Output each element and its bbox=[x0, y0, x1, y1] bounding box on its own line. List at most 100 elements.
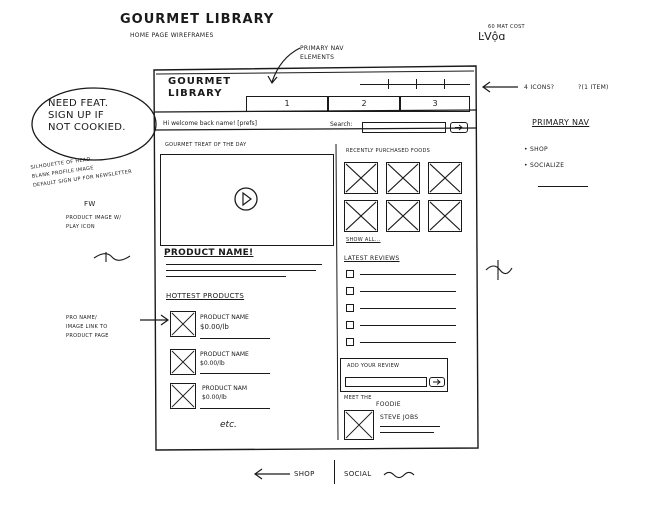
flourish-icon bbox=[93, 252, 131, 262]
primary-nav-list: • SHOP • SOCIALIZE bbox=[524, 142, 564, 174]
foodie-name[interactable]: STEVE JOBS bbox=[380, 414, 419, 421]
pro-name-line: PRODUCT PAGE bbox=[66, 333, 109, 339]
review-input[interactable] bbox=[345, 377, 427, 387]
primary-nav-list-item: • SOCIALIZE bbox=[524, 162, 565, 169]
primary-nav-list-item-label: SHOP bbox=[530, 146, 548, 153]
icons-item-note: ?(1 ITEM) bbox=[578, 84, 609, 91]
review-bullet bbox=[346, 287, 354, 295]
product-name[interactable]: PRODUCT NAME bbox=[200, 314, 249, 321]
bottom-nav-social[interactable]: SOCIAL bbox=[344, 470, 372, 478]
divider bbox=[538, 186, 588, 187]
recent-food-thumb[interactable] bbox=[428, 162, 462, 194]
need-feat-line: NOT COOKIED. bbox=[48, 122, 126, 133]
image-placeholder-icon bbox=[429, 163, 461, 193]
product-price: $0.00/lb bbox=[200, 323, 229, 331]
foodie-photo[interactable] bbox=[344, 410, 374, 440]
text-line bbox=[380, 432, 434, 433]
recent-food-thumb[interactable] bbox=[428, 200, 462, 232]
show-all-link[interactable]: SHOW ALL... bbox=[346, 237, 381, 243]
bottom-nav-divider bbox=[334, 460, 335, 484]
need-feat-line: NEED FEAT. bbox=[48, 98, 109, 109]
product-name[interactable]: PRODUCT NAME bbox=[200, 351, 249, 358]
logo-line: GOURMET bbox=[168, 76, 232, 87]
product-thumb[interactable] bbox=[170, 349, 196, 375]
add-review-box: ADD YOUR REVIEW bbox=[340, 358, 448, 392]
latest-reviews-heading: LATEST REVIEWS bbox=[344, 255, 400, 262]
top-right-scribble: ĿVộɑ bbox=[478, 30, 506, 43]
recent-food-thumb[interactable] bbox=[386, 200, 420, 232]
page-subtitle: HOME PAGE WIREFRAMES bbox=[130, 32, 214, 39]
add-review-label: ADD YOUR REVIEW bbox=[347, 363, 400, 369]
need-feat-line: SIGN UP if bbox=[48, 110, 104, 121]
review-bullet bbox=[346, 304, 354, 312]
tab-2[interactable]: 2 bbox=[328, 96, 400, 112]
image-placeholder-icon bbox=[345, 411, 373, 439]
primary-nav-list-item: • SHOP bbox=[524, 146, 548, 153]
recent-food-thumb[interactable] bbox=[344, 200, 378, 232]
product-image-line: PRODUCT IMAGE w/ bbox=[66, 215, 122, 221]
review-bullet bbox=[346, 270, 354, 278]
arrow-icon bbox=[253, 468, 290, 480]
meet-the-label: MEET THE bbox=[344, 395, 372, 401]
hottest-products-heading: HOTTEST PRODUCTS bbox=[166, 292, 245, 300]
submit-review-button[interactable] bbox=[429, 377, 445, 387]
text-line bbox=[166, 276, 286, 277]
wireframe-logo[interactable]: GOURMET LIBRARY bbox=[168, 76, 231, 100]
tab-3[interactable]: 3 bbox=[400, 96, 470, 112]
icons-note: 4 ICONS? bbox=[524, 84, 555, 91]
arrow-icon bbox=[481, 81, 518, 93]
product-thumb[interactable] bbox=[170, 311, 196, 337]
text-line bbox=[360, 291, 456, 292]
treat-heading: GOURMET TREAT of THE DAY bbox=[165, 142, 247, 148]
primary-nav-annotation: PRIMARY NAV ELEMENTS bbox=[300, 45, 344, 61]
product-thumb[interactable] bbox=[170, 383, 196, 409]
logo-line: LIBRARY bbox=[168, 88, 223, 99]
image-placeholder-icon bbox=[387, 201, 419, 231]
text-line bbox=[200, 373, 270, 374]
pro-name-line: PRO NAME/ bbox=[66, 315, 98, 321]
top-right-note: 60 MAT COST bbox=[488, 24, 525, 30]
need-feat-circle-icon bbox=[31, 87, 157, 161]
product-image-note: PRODUCT IMAGE w/ PLAY ICON bbox=[66, 214, 121, 232]
wireframe-frame bbox=[153, 65, 479, 451]
play-icon[interactable] bbox=[233, 186, 259, 212]
page-title: GOURMET LIBRARY bbox=[120, 12, 275, 27]
recent-heading: RECENTLY PURCHASED FOODS bbox=[346, 148, 431, 154]
text-line bbox=[360, 342, 456, 343]
pro-name-line: IMAGE LINK TO bbox=[66, 324, 108, 330]
product-image-line: PLAY ICON bbox=[66, 224, 95, 230]
image-placeholder-icon bbox=[171, 350, 195, 374]
image-placeholder-icon bbox=[345, 163, 377, 193]
product-price: $0.00/lb bbox=[200, 360, 225, 367]
product-video[interactable] bbox=[160, 154, 334, 246]
tab-1[interactable]: 1 bbox=[246, 96, 328, 112]
recent-food-thumb[interactable] bbox=[344, 162, 378, 194]
utility-divider bbox=[444, 79, 445, 89]
review-bullet bbox=[346, 321, 354, 329]
product-name[interactable]: PRODUCT NAM bbox=[202, 385, 248, 392]
search-input[interactable] bbox=[362, 122, 446, 133]
primary-nav-list-title: PRIMARY NAV bbox=[532, 118, 590, 127]
text-line bbox=[360, 325, 456, 326]
search-label: Search: bbox=[330, 121, 353, 128]
text-line bbox=[200, 408, 270, 409]
image-placeholder-icon bbox=[345, 201, 377, 231]
image-placeholder-icon bbox=[171, 312, 195, 336]
text-line bbox=[166, 264, 322, 265]
arrow-icon bbox=[433, 379, 441, 385]
pro-name-note: PRO NAME/ IMAGE LINK TO PRODUCT PAGE bbox=[66, 314, 109, 341]
utility-divider bbox=[416, 79, 417, 89]
image-placeholder-icon bbox=[171, 384, 195, 408]
text-line bbox=[380, 426, 440, 427]
recent-food-thumb[interactable] bbox=[386, 162, 420, 194]
text-line bbox=[360, 308, 456, 309]
review-bullet bbox=[346, 338, 354, 346]
bottom-nav-shop[interactable]: SHOP bbox=[294, 470, 315, 478]
flourish-icon bbox=[485, 260, 513, 280]
search-button[interactable] bbox=[450, 122, 468, 133]
wavy-line-icon bbox=[383, 471, 415, 479]
primary-nav-list-item-label: SOCIALIZE bbox=[530, 162, 565, 169]
text-line bbox=[200, 338, 270, 339]
product-name-heading[interactable]: PRODUCT NAME! bbox=[164, 248, 254, 258]
text-line bbox=[166, 270, 316, 271]
